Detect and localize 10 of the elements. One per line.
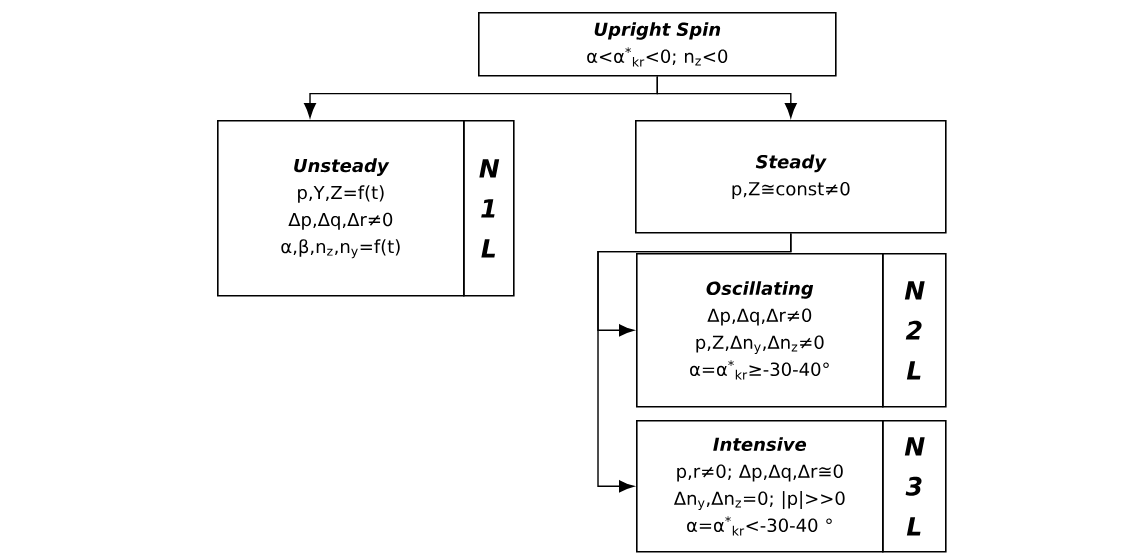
arrow (597, 232, 792, 493)
state-box: Oscillating Δp,Δq,Δr≠0 p,Z,Δn$_{y}$,Δn$_{z}$≠0 α=α$^{*}$$_{kr}$≥-30-40° (636, 253, 884, 408)
code-cell: N 2 L (882, 253, 947, 408)
code-cell: N 1 L (463, 120, 515, 297)
state-box: Intensive p,r≠0; Δp,Δq,Δr≅0 Δn$_{y}$,Δn$_{z}$=0; |p|>>0 α=α$^{*}$$_{kr}$<-30-40 ° (636, 420, 884, 553)
state-box: Steady p,Z≅const≠0 (635, 120, 947, 234)
arrow (656, 75, 797, 118)
code-cell: N 3 L (882, 420, 947, 553)
state-box: Unsteady p,Y,Z=f(t) Δp,Δq,Δr≠0 α,β,n$_{z}$,n$_{y}$=f(t) (217, 120, 465, 297)
state-box: Upright Spin α<α$^{*}$$_{kr}$<0; n$_{z}$<0 (478, 12, 837, 77)
